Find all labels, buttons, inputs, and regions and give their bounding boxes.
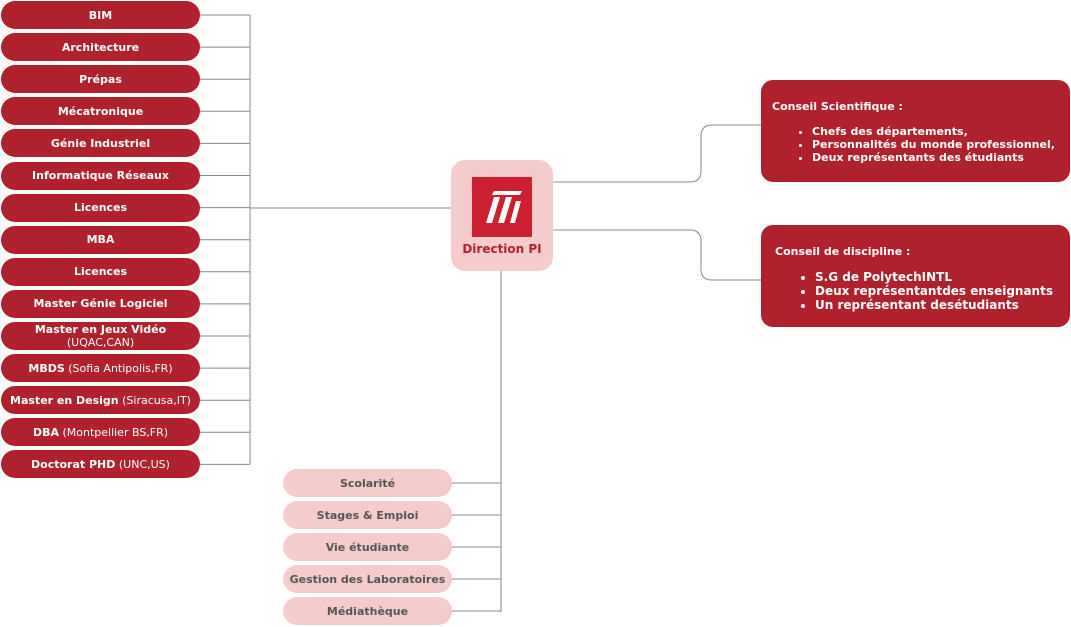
- council-member-item: Chefs des départements,: [812, 125, 1060, 138]
- program-pill[interactable]: Mécatronique: [1, 97, 200, 126]
- conseil-scientifique-title: Conseil Scientifique :: [772, 100, 903, 113]
- program-label: Prépas: [79, 72, 122, 86]
- program-label: MBA: [86, 233, 115, 247]
- conseil-discipline-card[interactable]: Conseil de discipline : S.G de PolytechI…: [761, 225, 1070, 327]
- program-label: Informatique Réseaux: [32, 169, 169, 182]
- program-pill[interactable]: Licences: [1, 257, 200, 286]
- direction-node[interactable]: Direction PI: [451, 160, 553, 271]
- program-pill[interactable]: Génie Industriel: [1, 129, 200, 158]
- program-label: Licences: [73, 201, 128, 215]
- program-location: (UNC,US): [115, 457, 170, 471]
- program-pill[interactable]: MBDS (Sofia Antipolis,FR): [1, 354, 200, 383]
- program-pill[interactable]: BIM: [1, 1, 200, 29]
- program-location: (UQAC,CAN): [66, 336, 135, 349]
- council-member-item: Deux représentantdes enseignants: [815, 284, 1060, 298]
- program-pill[interactable]: DBA (Montpellier BS,FR): [1, 418, 200, 447]
- connector-conseil-discipline: [553, 229, 761, 281]
- program-pill[interactable]: Licences: [1, 193, 200, 222]
- program-label: Mécatronique: [57, 104, 144, 118]
- service-label: Stages & Emploi: [316, 508, 419, 522]
- service-pill[interactable]: Médiathèque: [283, 597, 452, 625]
- service-pill[interactable]: Gestion des Laboratoires: [283, 565, 452, 593]
- program-pill[interactable]: Master en Jeux Vidéo(UQAC,CAN): [1, 322, 200, 350]
- program-label: Architecture: [61, 40, 140, 54]
- program-label: Master Génie Logiciel: [33, 297, 168, 311]
- council-member-item: Un représentant desétudiants: [815, 298, 1060, 312]
- program-pill[interactable]: Doctorat PHD (UNC,US): [1, 450, 200, 479]
- program-label: MBDS: [28, 361, 65, 375]
- council-member-item: Deux représentants des étudiants: [812, 151, 1060, 164]
- connector-conseil-scientifique: [553, 124, 761, 183]
- conseil-scientifique-card[interactable]: Conseil Scientifique : Chefs des départe…: [761, 80, 1070, 182]
- program-location: (Sofia Antipolis,FR): [64, 361, 173, 375]
- conseil-discipline-title: Conseil de discipline :: [775, 245, 911, 258]
- program-label: BIM: [88, 8, 113, 22]
- program-pill[interactable]: Master Génie Logiciel: [1, 289, 200, 318]
- service-label: Scolarité: [339, 476, 396, 490]
- program-pill[interactable]: MBA: [1, 225, 200, 254]
- program-pill[interactable]: Informatique Réseaux: [1, 161, 200, 190]
- program-label: Master en Jeux Vidéo: [34, 323, 167, 336]
- program-location: (Montpellier BS,FR): [58, 425, 169, 439]
- pi-logo: [472, 177, 532, 237]
- program-label: DBA: [32, 425, 59, 439]
- service-label: Vie étudiante: [325, 540, 410, 554]
- program-label: Master en Design: [10, 393, 119, 407]
- direction-label: Direction PI: [462, 242, 542, 256]
- service-pill[interactable]: Scolarité: [283, 469, 452, 497]
- program-label: Doctorat PHD: [31, 457, 116, 471]
- program-label: Génie Industriel: [50, 136, 151, 150]
- program-pill[interactable]: Architecture: [1, 33, 200, 62]
- service-pill[interactable]: Vie étudiante: [283, 533, 452, 561]
- program-label: Licences: [73, 265, 128, 279]
- service-label: Gestion des Laboratoires: [289, 572, 446, 586]
- conseil-discipline-list: S.G de PolytechINTLDeux représentantdes …: [775, 270, 1060, 312]
- conseil-scientifique-list: Chefs des départements,Personnalités du …: [772, 125, 1060, 164]
- council-member-item: S.G de PolytechINTL: [815, 270, 1060, 284]
- service-label: Médiathèque: [326, 604, 409, 618]
- program-pill[interactable]: Master en Design (Siracusa,IT): [1, 386, 200, 415]
- program-pill[interactable]: Prépas: [1, 65, 200, 94]
- service-pill[interactable]: Stages & Emploi: [283, 501, 452, 529]
- council-member-item: Personnalités du monde professionnel,: [812, 138, 1060, 151]
- program-location: (Siracusa,IT): [118, 393, 191, 407]
